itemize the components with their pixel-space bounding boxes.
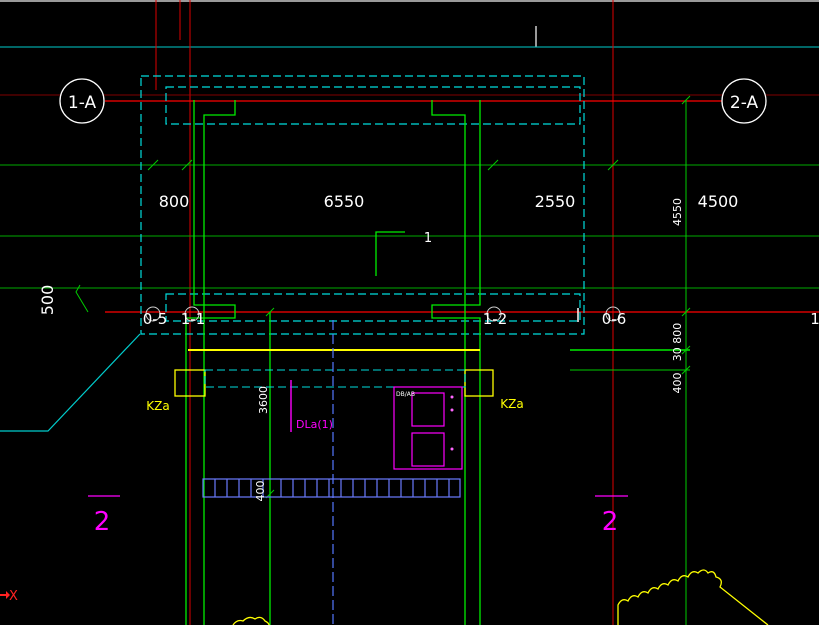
- kza-column-right: [464, 369, 494, 397]
- cyan-diagonal-wall: [0, 333, 141, 432]
- dim-30800: 30 800: [671, 323, 684, 362]
- cyan-dashed-beam-lower: [204, 369, 466, 388]
- green-grid-lines: [0, 164, 819, 289]
- section-mark-left: 2: [94, 507, 111, 537]
- equipment-dots: [450, 395, 454, 451]
- green-wall-outline: [185, 100, 481, 625]
- dim-4500: 4500: [698, 192, 739, 211]
- axis-bubble-1a-circle: [59, 78, 105, 124]
- revision-cloud-bottom-left: [232, 616, 270, 625]
- ucs-axis-icon: X: [0, 589, 18, 604]
- axis-bubble-2a-label: 2-A: [730, 93, 759, 113]
- column-tag-kza-right: KZa: [500, 397, 523, 411]
- axis-point-markers: [145, 306, 621, 322]
- section-label-0-6: 0-6: [602, 310, 627, 328]
- beam-tag-dla: DLa(1): [296, 418, 333, 431]
- blue-grating: [202, 478, 461, 498]
- cyan-dashed-boundary: [140, 75, 585, 335]
- cyan-dashed-top-beam: [165, 86, 581, 125]
- section-mark-right: 2: [602, 507, 619, 537]
- column-tag-kza-left: KZa: [146, 399, 169, 413]
- cyan-dashed-bottom-beam: [165, 293, 581, 322]
- axis-bubble-2a-circle: [721, 78, 767, 124]
- dim-800: 800: [159, 192, 190, 211]
- dim-400-right: 400: [671, 373, 684, 394]
- section-label-1-edge: 1: [810, 310, 819, 328]
- section-label-0-5: 0-5: [143, 310, 168, 328]
- axis-bubble-1a-label: 1-A: [68, 93, 97, 113]
- dim-2550: 2550: [535, 192, 576, 211]
- room-number: 1: [424, 231, 432, 246]
- revision-cloud-bottom: [617, 569, 769, 625]
- equipment-panel: [393, 386, 463, 470]
- grid-tick-marks: [147, 95, 691, 499]
- dim-6550: 6550: [324, 192, 365, 211]
- equipment-tag: DB/AB: [396, 391, 415, 398]
- ucs-x-label: X: [9, 589, 18, 604]
- section-label-1-1: 1-1: [181, 310, 206, 328]
- dim-4550: 4550: [671, 198, 684, 226]
- dim-3600: 3600: [257, 386, 270, 414]
- dim-400-lower: 400: [254, 481, 267, 502]
- dim-500-bracket: [75, 284, 89, 313]
- section-label-1-2: 1-2: [483, 310, 508, 328]
- dim-500: 500: [38, 285, 57, 316]
